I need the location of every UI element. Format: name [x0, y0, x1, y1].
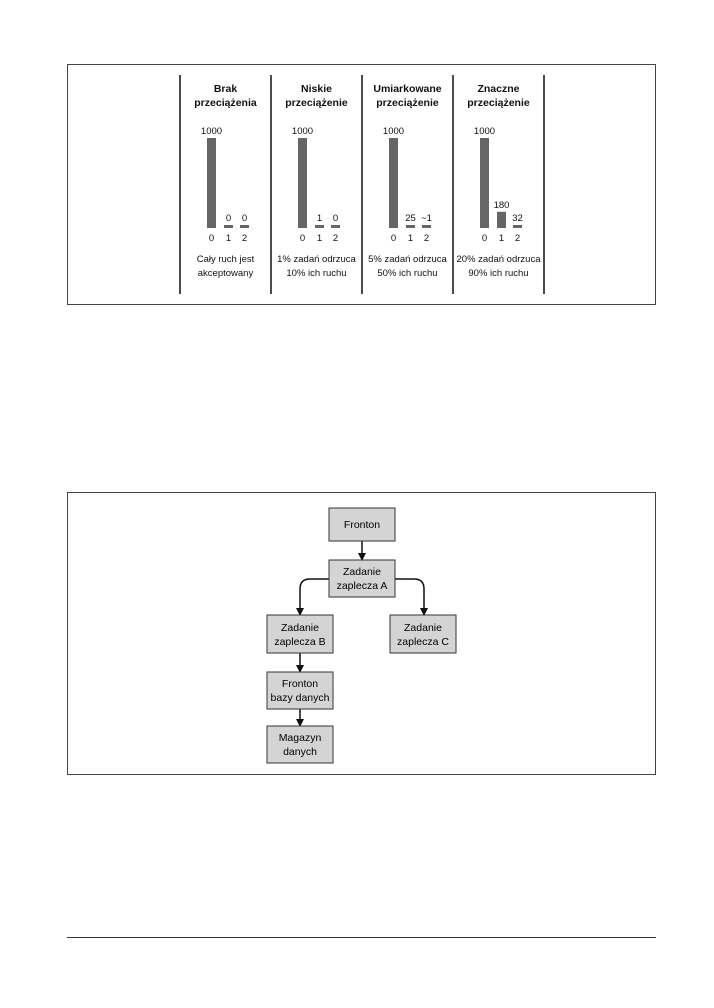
panel-1-bar-2 [331, 225, 340, 228]
panel-2-caption-line2: 50% ich ruchu [377, 268, 437, 279]
panel-3-tick-2: 2 [515, 233, 520, 244]
node-frontend-label: Fronton [344, 519, 380, 531]
panel-2-caption-line1: 5% zadań odrzuca [368, 254, 447, 265]
node-db-frontend: Fronton bazy danych [266, 671, 334, 710]
node-backend-a-line1: Zadanie [343, 566, 381, 578]
panel-0-title-line2: przeciążenia [194, 97, 257, 109]
node-backend-a: Zadanie zaplecza A [328, 559, 396, 598]
panel-2-value-label-2: ~1 [421, 213, 432, 224]
node-backend-c-line2: zaplecza C [397, 636, 449, 648]
node-datastore-line1: Magazyn [279, 732, 322, 744]
panel-1-value-label-0: 1000 [292, 126, 313, 137]
panel-1-tick-0: 0 [300, 233, 305, 244]
panel-1-title-line1: Niskie [301, 83, 332, 95]
panel-2-title-line2: przeciążenie [376, 97, 439, 109]
edge-backend-a-to-backend-b [296, 578, 329, 616]
panel-3-tick-1: 1 [499, 233, 504, 244]
node-backend-b-line2: zaplecza B [274, 636, 325, 648]
panel-1-caption-line1: 1% zadań odrzuca [277, 254, 356, 265]
panel-2-bar-1 [406, 225, 415, 228]
panel-3-value-label-1: 180 [494, 200, 510, 211]
panel-0-bar-1 [224, 225, 233, 228]
panel-0-caption-line2: akceptowany [198, 268, 254, 279]
panel-1-tick-2: 2 [333, 233, 338, 244]
node-frontend: Fronton [328, 507, 396, 542]
node-backend-b: Zadanie zaplecza B [266, 614, 334, 654]
node-backend-a-line2: zaplecza A [337, 580, 388, 592]
panel-3-bar-0 [480, 138, 489, 228]
edge-backend-a-to-backend-c [395, 578, 428, 616]
panel-2-title-line1: Umiarkowane [373, 83, 441, 95]
panel-0-tick-1: 1 [226, 233, 231, 244]
panel-0-tick-0: 0 [209, 233, 214, 244]
panel-0-value-label-0: 1000 [201, 126, 222, 137]
panel-0-title-line1: Brak [214, 83, 238, 95]
panel-1-caption-line2: 10% ich ruchu [286, 268, 346, 279]
panel-3-value-label-0: 1000 [474, 126, 495, 137]
backend-dependency-diagram: Fronton Zadanie zaplecza A Zadanie zaple… [67, 492, 656, 775]
node-backend-c-line1: Zadanie [404, 622, 442, 634]
panel-0-bar-0 [207, 138, 216, 228]
panel-3-caption-line1: 20% zadań odrzuca [457, 254, 542, 265]
node-db-frontend-line1: Fronton [282, 678, 318, 690]
panel-1-value-label-1: 1 [317, 213, 322, 224]
panel-2-tick-0: 0 [391, 233, 396, 244]
panel-2-value-label-1: 25 [405, 213, 416, 224]
node-backend-b-line1: Zadanie [281, 622, 319, 634]
panel-2-tick-1: 1 [408, 233, 413, 244]
panel-3-tick-0: 0 [482, 233, 487, 244]
panel-0-caption-line1: Cały ruch jest [197, 254, 255, 265]
panel-1-bar-1 [315, 225, 324, 228]
dependency-tree: Fronton Zadanie zaplecza A Zadanie zaple… [266, 507, 457, 764]
panel-3-title-line1: Znaczne [477, 83, 519, 95]
panel-3-value-label-2: 32 [512, 213, 523, 224]
page-footer-rule [67, 937, 656, 938]
panel-0-tick-2: 2 [242, 233, 247, 244]
node-datastore-line2: danych [283, 746, 317, 758]
panel-0-value-label-2: 0 [242, 213, 247, 224]
node-backend-c: Zadanie zaplecza C [389, 614, 457, 654]
panel-1-tick-1: 1 [317, 233, 322, 244]
panel-2-value-label-0: 1000 [383, 126, 404, 137]
panel-2-bar-2 [422, 225, 431, 228]
panel-0-bar-2 [240, 225, 249, 228]
panel-1-value-label-2: 0 [333, 213, 338, 224]
panel-3-bar-2 [513, 225, 522, 228]
panel-0-value-label-1: 0 [226, 213, 231, 224]
panel-3-title-line2: przeciążenie [467, 97, 530, 109]
node-db-frontend-line2: bazy danych [271, 692, 330, 704]
panel-3-bar-1 [497, 211, 506, 228]
panel-1-title-line2: przeciążenie [285, 97, 348, 109]
panel-3-caption-line2: 90% ich ruchu [468, 268, 528, 279]
panel-2-tick-2: 2 [424, 233, 429, 244]
panel-2-bar-0 [389, 138, 398, 228]
panel-1-bar-0 [298, 138, 307, 228]
node-datastore: Magazyn danych [266, 725, 334, 764]
